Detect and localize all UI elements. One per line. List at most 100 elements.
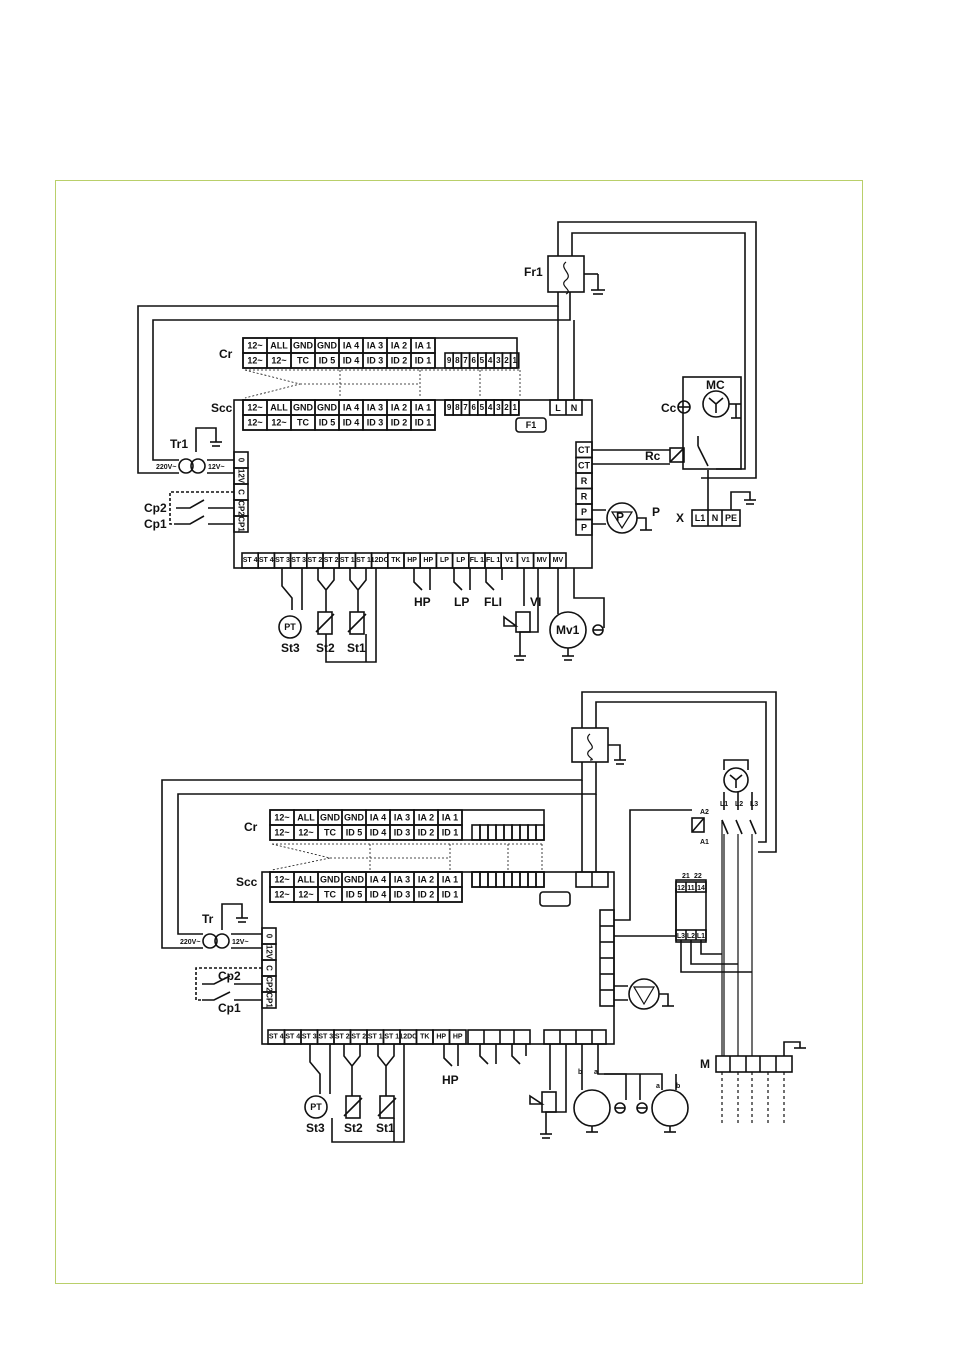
scc2-bottom-label: ID 1 <box>442 890 459 900</box>
cr2-top-label: 12~ <box>274 813 289 823</box>
svg-text:L: L <box>555 403 561 413</box>
bottom-terminal-label: ST 3 <box>275 557 290 564</box>
svg-text:M: M <box>700 1057 710 1071</box>
bottom-terminal-label: ST 2 <box>308 557 323 564</box>
bottom-terminal-label: HP <box>423 557 433 564</box>
svg-text:PT: PT <box>284 622 296 632</box>
right-terminal-label: R <box>581 491 588 501</box>
cr-top-label: GND <box>293 341 314 351</box>
scc2-right-cell <box>487 871 497 888</box>
svg-text:N: N <box>571 403 578 413</box>
scc2-right-cell <box>471 871 481 888</box>
cr2-top-label: GND <box>344 813 365 823</box>
bottom-terminal-label: ST 4 <box>259 557 274 564</box>
scc2-top-label: IA 2 <box>418 875 434 885</box>
scc-right-label: 9 <box>447 403 452 412</box>
cr-right-label: 2 <box>504 356 509 365</box>
bottom-terminal-label: FL 1 <box>486 557 500 564</box>
scc-right-label: 2 <box>504 403 509 412</box>
bottom-terminal-label: LP <box>440 557 449 564</box>
valve-vi: VI <box>503 568 541 661</box>
scc-right-label: 5 <box>480 403 485 412</box>
cr-right-label: 5 <box>480 356 485 365</box>
cr-top-label: IA 2 <box>391 341 407 351</box>
bottom-terminal-label: V1 <box>521 557 530 564</box>
cr2-top-label: IA 4 <box>370 813 386 823</box>
svg-text:L3: L3 <box>750 801 758 808</box>
terminal-m: M <box>700 1041 806 1124</box>
cr2-top-label: IA 2 <box>418 813 434 823</box>
cp-switches-bottom: Cp2 Cp1 <box>195 967 262 1015</box>
bottom-terminal-b-label: ST 3 <box>318 1034 333 1041</box>
cr2-right-cell <box>511 824 521 841</box>
left-terminal-b-label: C <box>265 965 274 971</box>
bottom-terminal-b-label: HP <box>453 1034 463 1041</box>
cr2-right-cell <box>471 824 481 841</box>
scc-bottom-label: 12~ <box>271 418 286 428</box>
diagram-frame <box>55 180 863 1284</box>
switch-hp-b: HP <box>442 1044 459 1087</box>
cr-bottom-label: ID 2 <box>391 356 408 366</box>
svg-text:Tr: Tr <box>202 912 214 926</box>
scc-right-label: 3 <box>496 403 501 412</box>
svg-text:St3: St3 <box>306 1121 325 1135</box>
cr-bottom-label: 12~ <box>247 356 262 366</box>
cr2-bottom-label: TC <box>324 828 336 838</box>
cr-bottom-label: TC <box>297 356 309 366</box>
svg-text:a: a <box>656 1083 660 1090</box>
right-terminal-label: CT <box>578 460 590 470</box>
bottom-terminal-b-label: HP <box>436 1034 446 1041</box>
cr2-bottom-label: ID 2 <box>418 828 435 838</box>
scc2-bottom-label: 12~ <box>274 890 289 900</box>
sensor-st1: St1 <box>347 568 367 655</box>
filter-fr1: Fr1 <box>524 255 605 295</box>
sensor-st3: PT St3 <box>278 568 303 655</box>
valve-b <box>529 1044 567 1139</box>
svg-text:L1: L1 <box>695 513 706 523</box>
cr-top-label: IA 1 <box>415 341 431 351</box>
cr2-right-cell <box>479 824 489 841</box>
tr1-label: Tr1 <box>170 437 188 451</box>
bottom-terminal-label: MV <box>536 557 547 564</box>
scc-top-label: IA 1 <box>415 403 431 413</box>
left-terminal-label: CP2 <box>237 500 246 516</box>
svg-text:N: N <box>712 513 719 523</box>
svg-text:Scc: Scc <box>236 875 258 889</box>
cp-switches-top: Cp2 Cp1 <box>144 491 234 531</box>
scc-right-cell <box>509 399 520 416</box>
scc2-bottom-label: 12~ <box>298 890 313 900</box>
pump-p: P P <box>592 502 660 534</box>
left-terminal-b-label: CP2 <box>265 976 274 992</box>
sensor-st2-b: St2 <box>343 1044 363 1135</box>
svg-text:St2: St2 <box>344 1121 363 1135</box>
svg-text:L2: L2 <box>735 801 743 808</box>
cr-right-label: 6 <box>471 356 476 365</box>
x-label: X <box>676 511 684 525</box>
right-terminal-label: P <box>581 507 587 517</box>
cr2-bottom-label: 12~ <box>298 828 313 838</box>
left-terminal-label: 12V <box>237 469 246 484</box>
bottom-terminal-label: 12DC <box>371 557 389 564</box>
motor-b1: b a <box>573 1044 627 1133</box>
svg-text:Mv1: Mv1 <box>556 623 580 637</box>
cr2-right-cell <box>487 824 497 841</box>
scc-bottom-label: 12~ <box>247 418 262 428</box>
svg-text:220V~: 220V~ <box>156 464 176 471</box>
right-terminal-label: CT <box>578 445 590 455</box>
sensor-st3-b: PT St3 <box>304 1044 331 1135</box>
scc-top-label: GND <box>293 403 314 413</box>
bottom-terminal-label: FL 1 <box>470 557 484 564</box>
svg-text:Cp1: Cp1 <box>218 1001 241 1015</box>
right-terminal-label: P <box>581 522 587 532</box>
bottom-terminal-label: ST 2 <box>324 557 339 564</box>
pump-p2 <box>614 978 674 1010</box>
fr1-label: Fr1 <box>524 265 543 279</box>
scc2-right-cell <box>495 871 505 888</box>
scc-top-label: IA 3 <box>367 403 383 413</box>
scc2-bottom-label: ID 2 <box>418 890 435 900</box>
scc2-right-cell <box>503 871 513 888</box>
cr-top-label: IA 4 <box>343 341 359 351</box>
cr-right-label: 3 <box>496 356 501 365</box>
